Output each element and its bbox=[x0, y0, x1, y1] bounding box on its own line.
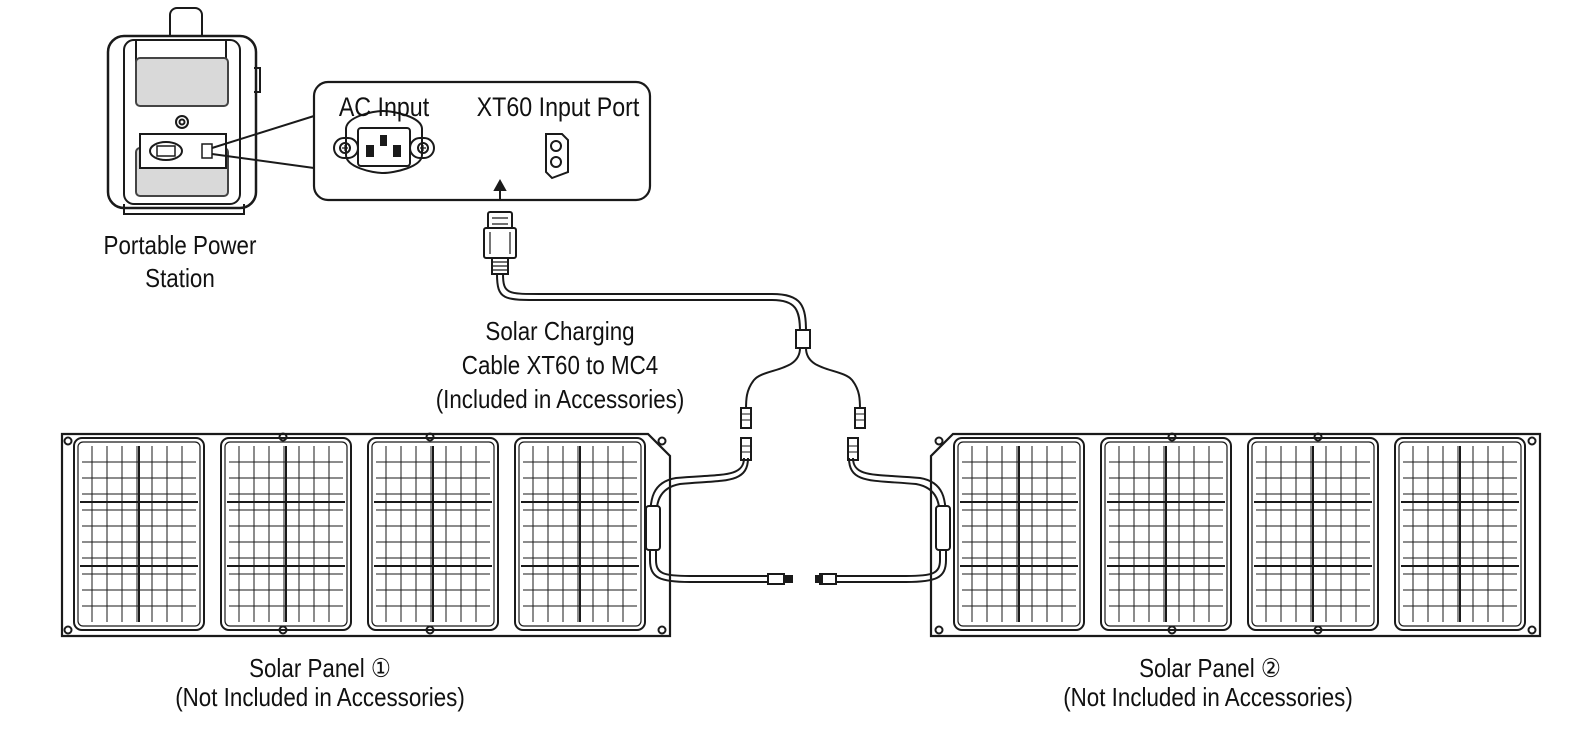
solar-panel-2-illustration bbox=[815, 432, 1542, 638]
solar-panel-1-label: Solar Panel ① bbox=[249, 653, 391, 683]
cable-label-line2: Cable XT60 to MC4 bbox=[461, 350, 659, 380]
power-station-label-line2: Station bbox=[145, 263, 215, 293]
y-cable bbox=[496, 273, 861, 411]
solar-panel-1-note: (Not Included in Accessories) bbox=[175, 682, 465, 712]
solar-panel-2-label: Solar Panel ② bbox=[1139, 653, 1281, 683]
port-callout bbox=[211, 80, 652, 202]
ac-input-label: AC Input bbox=[338, 92, 430, 122]
xt60-plug bbox=[483, 178, 517, 275]
cable-label-line3: (Included in Accessories) bbox=[435, 384, 685, 414]
cable-label-line1: Solar Charging bbox=[485, 316, 635, 346]
mc4-connector-group bbox=[740, 407, 866, 461]
power-station-illustration bbox=[106, 7, 261, 215]
xt60-input-port-label: XT60 Input Port bbox=[476, 92, 640, 122]
power-station-label-line1: Portable Power bbox=[103, 230, 257, 260]
solar-panel-1-illustration bbox=[60, 432, 793, 638]
solar-panel-2-note: (Not Included in Accessories) bbox=[1063, 682, 1353, 712]
